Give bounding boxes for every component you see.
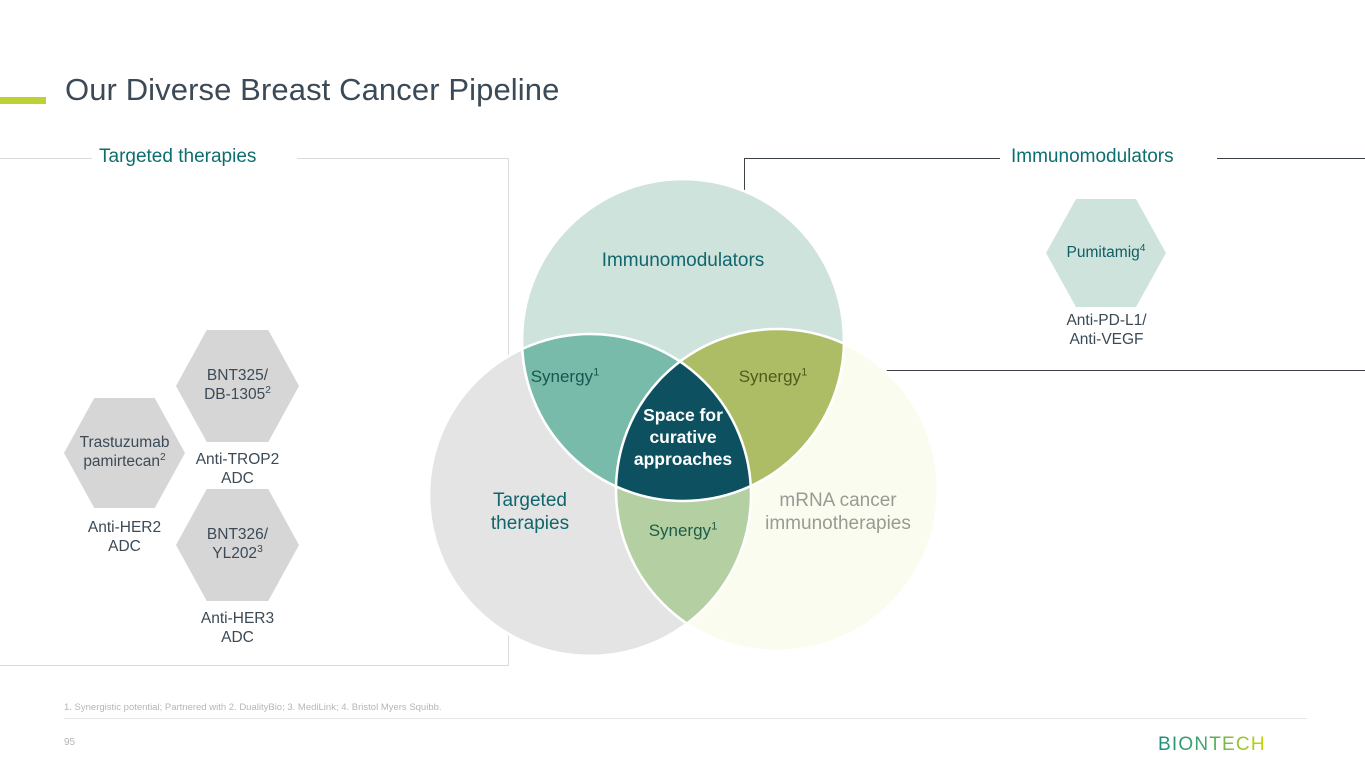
hexagon-caption-anti-her3-adc: Anti-HER3 ADC [200, 610, 275, 647]
venn-outline-right [614, 327, 940, 653]
hex-footnote-ref: 3 [257, 543, 263, 555]
panel-right-label-gap [1000, 151, 1217, 166]
title-accent-bar [0, 97, 46, 104]
footnote-text: 1. Synergistic potential; Partnered with… [64, 702, 442, 713]
panel-right-label: Immunomodulators [1011, 146, 1174, 167]
panel-left-label-gap [92, 152, 297, 165]
hexagon-caption-anti-trop2-adc: Anti-TROP2 ADC [195, 451, 280, 488]
venn-outline-top [520, 177, 846, 503]
hex-footnote-ref: 2 [265, 384, 271, 396]
panel-left-label: Targeted therapies [99, 146, 257, 167]
biontech-logo-svg: BIONTECH [1158, 734, 1266, 755]
biontech-logo: BIONTECH [1158, 733, 1303, 755]
footer-divider [64, 718, 1307, 719]
hex-line-1: Trastuzumab [79, 434, 170, 452]
hexagon-pumitamig[interactable]: Pumitamig4 [1046, 199, 1166, 307]
hex-footnote-ref: 2 [160, 451, 166, 463]
hex-line-1: BNT325/ [206, 367, 269, 385]
hexagon-bnt326-label: BNT326/YL2023 [207, 526, 268, 564]
biontech-logo-text: BIONTECH [1158, 734, 1266, 755]
venn-diagram [420, 170, 960, 670]
hex-line-1: Pumitamig [1066, 243, 1140, 261]
venn-outline-left [427, 332, 753, 658]
venn-svg [427, 177, 940, 658]
hex-line-1: BNT326/ [206, 526, 269, 544]
venn-center-region [616, 334, 751, 501]
page-title: Our Diverse Breast Cancer Pipeline [65, 72, 560, 107]
hex-line-2: DB-1305 [204, 386, 266, 403]
page-number: 95 [64, 737, 76, 748]
hexagon-bnt325-label: BNT325/DB-13052 [204, 367, 271, 405]
hex-line-2: pamirtecan [83, 453, 160, 470]
hexagon-pumitamig-label: Pumitamig4 [1066, 242, 1146, 263]
hexagon-caption-anti-pdl1-anti-vegf: Anti-PD-L1/ Anti-VEGF [1066, 312, 1147, 349]
hex-line-2: YL202 [212, 545, 258, 562]
hexagon-caption-anti-her2-adc: Anti-HER2 ADC [87, 519, 162, 556]
hex-footnote-ref: 4 [1139, 242, 1146, 254]
